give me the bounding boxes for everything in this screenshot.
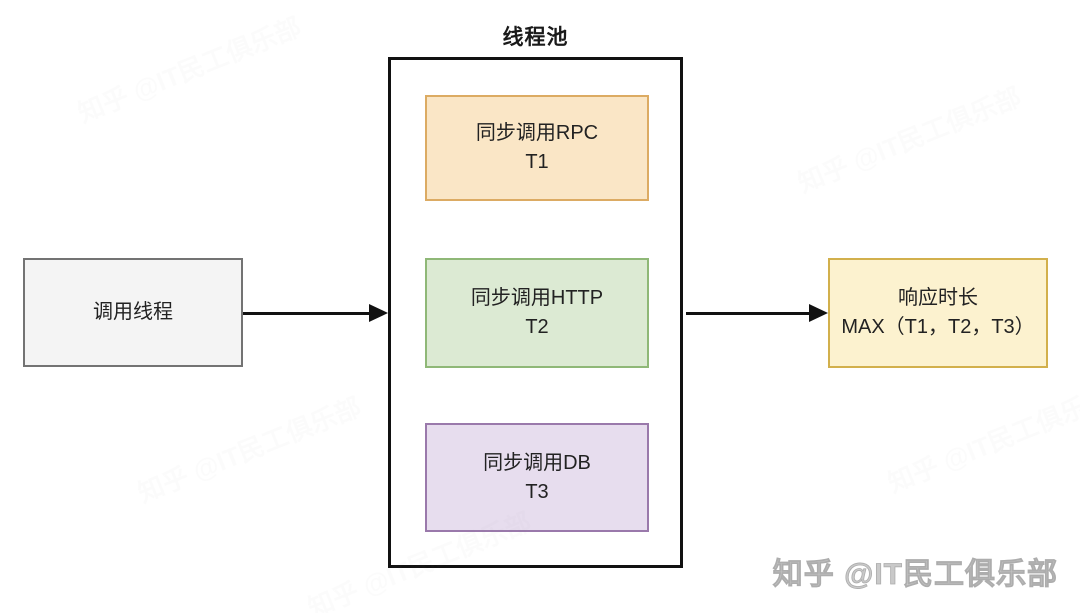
thread-pool-title: 线程池 xyxy=(502,26,569,49)
node-response-time: 响应时长 MAX（T1，T2，T3） xyxy=(828,258,1048,368)
node-sync-rpc: 同步调用RPC T1 xyxy=(425,95,649,201)
node-sync-db-time: T3 xyxy=(525,480,549,503)
arrow-head-icon xyxy=(369,304,388,322)
faint-watermark: 知乎 @IT民工俱乐部 xyxy=(882,377,1080,500)
faint-watermark: 知乎 @IT民工俱乐部 xyxy=(72,7,306,130)
node-sync-db-label: 同步调用DB xyxy=(483,451,591,474)
node-sync-db: 同步调用DB T3 xyxy=(425,423,649,532)
arrow-line xyxy=(243,312,371,315)
node-calling-thread: 调用线程 xyxy=(23,258,243,367)
node-sync-http: 同步调用HTTP T2 xyxy=(425,258,649,368)
node-sync-rpc-label: 同步调用RPC xyxy=(475,122,599,144)
node-response-time-formula: MAX（T1，T2，T3） xyxy=(841,316,1035,338)
faint-watermark: 知乎 @IT民工俱乐部 xyxy=(132,387,366,510)
node-calling-thread-label: 调用线程 xyxy=(93,301,173,323)
node-response-time-label: 响应时长 xyxy=(898,287,978,309)
node-sync-rpc-time: T1 xyxy=(525,151,549,173)
zhihu-watermark: 知乎 @IT民工俱乐部 xyxy=(772,558,1058,592)
node-sync-http-time: T2 xyxy=(525,316,549,338)
node-sync-http-label: 同步调用HTTP xyxy=(470,287,604,309)
arrow-line xyxy=(686,312,810,315)
faint-watermark: 知乎 @IT民工俱乐部 xyxy=(792,77,1026,200)
arrow-head-icon xyxy=(809,304,828,322)
